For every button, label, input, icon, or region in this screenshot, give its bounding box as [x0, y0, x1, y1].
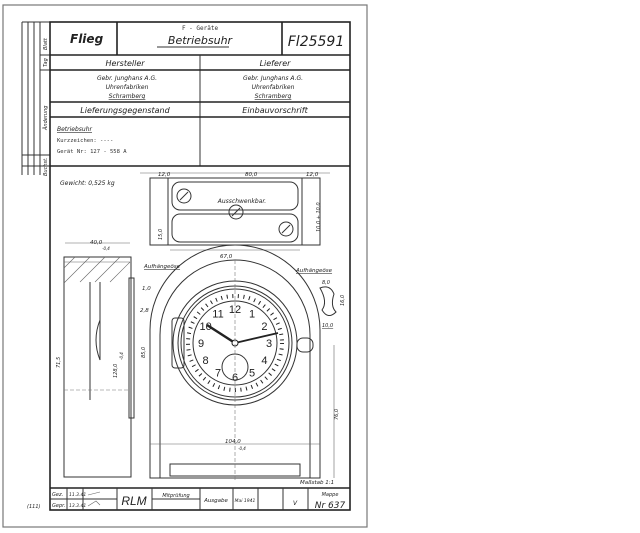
dial-number-9: 9	[198, 338, 204, 350]
dim-128-tol: -0,4	[119, 352, 124, 360]
margin-label-aenderung: Änderung	[42, 106, 49, 131]
drawn-label: Gez.	[52, 492, 63, 498]
authority-label: RLM	[121, 494, 146, 508]
checked-label: Gepr.	[52, 503, 65, 509]
dim-side-tol: -0,4	[102, 246, 110, 251]
drawn-date: 11.3.41	[69, 492, 86, 498]
dim-128: 128,0	[113, 364, 119, 378]
supplier-line-3: Schramberg	[255, 93, 292, 100]
footer-block: Gez. 11.3.41 Gepr. 13.3.41 (111) RLM Mit…	[27, 487, 350, 511]
weight-label: Gewicht: 0,525 kg	[60, 180, 115, 187]
category-label: Flieg	[70, 32, 104, 46]
swivel-label: Ausschwenkbar.	[217, 198, 267, 205]
short-code: Kurzzeichen: ----	[57, 138, 113, 144]
dim-2-8: 2,8	[140, 308, 149, 314]
supplier-line-2: Uhrenfabriken	[252, 84, 295, 91]
dim-76: 76,0	[334, 409, 340, 420]
margin-label-blatt: Blatt	[43, 37, 49, 50]
title-row: Flieg F - Geräte Betriebsuhr Fl25591	[50, 22, 350, 56]
dim-85: 85,0	[141, 347, 147, 358]
hanger-label-right: Aufhängeöse	[295, 268, 333, 274]
item-header: Lieferungsgegenstand	[80, 106, 170, 115]
folder-number: Nr 637	[315, 501, 346, 511]
dim-right-vertical: 10,0 + 10,0	[316, 202, 322, 232]
dim-71-5: 71,5	[56, 357, 62, 368]
dial-number-10: 10	[199, 321, 211, 333]
document-title: Betriebsuhr	[168, 34, 234, 47]
dim-eye-height: 16,0	[340, 295, 346, 306]
dim-top-left: 12,0	[158, 172, 171, 178]
dim-eye-width: 8,0	[322, 280, 330, 286]
manufacturer-header: Hersteller	[105, 59, 145, 68]
dial-number-2: 2	[261, 321, 267, 333]
dial-number-1: 1	[249, 309, 255, 321]
margin-label-buchst: Buchst.	[43, 157, 49, 176]
dial-number-3: 3	[266, 338, 272, 350]
subtitle-label: F - Geräte	[182, 25, 219, 32]
sheet-border	[2, 4, 368, 528]
supplier-line-1: Gebr. Junghans A.G.	[243, 75, 303, 82]
dial-number-5: 5	[249, 367, 255, 379]
mark-label: V	[293, 500, 298, 507]
dial-number-4: 4	[261, 355, 267, 367]
dial-number-7: 7	[215, 367, 221, 379]
drawing-number: Fl25591	[288, 34, 344, 50]
dim-top-right: 12,0	[306, 172, 319, 178]
parties-section: Hersteller Lieferer Gebr. Junghans A.G. …	[50, 55, 350, 167]
dial-number-11: 11	[212, 309, 223, 321]
folder-label: Mappe	[322, 492, 339, 498]
manufacturer-line-3: Schramberg	[109, 93, 146, 100]
prefix-label: (111)	[27, 504, 40, 510]
clock-drawing: Gewicht: 0,525 kg Ausschwenkbar. 12,0 80…	[56, 172, 346, 486]
co-check-label: Mitprüfung	[162, 493, 189, 499]
supplier-header: Lieferer	[260, 59, 292, 68]
device-number: Gerät Nr: 127 - 558 A	[57, 149, 127, 155]
scale-label: Maßstab 1:1	[300, 480, 334, 486]
dim-width-67: 67,0	[220, 254, 233, 260]
item-name: Betriebsuhr	[57, 126, 93, 133]
issue-date: Mai 1941	[235, 498, 256, 504]
dim-eye-offset: 10,0	[322, 323, 333, 329]
dim-height-small: 15,0	[158, 229, 164, 240]
revision-margin: Blatt Tag Änderung Buchst.	[21, 21, 50, 176]
dial-number-8: 8	[203, 355, 209, 367]
dim-base-width: 104,0	[225, 439, 241, 445]
margin-label-tag: Tag	[43, 58, 49, 67]
dim-1: 1,0	[142, 286, 151, 292]
checked-date: 13.3.41	[69, 503, 86, 509]
hanger-label-left: Aufhängeöse	[143, 264, 181, 270]
issue-label: Ausgabe	[203, 498, 228, 504]
dim-side-width: 40,0	[90, 240, 103, 246]
install-header: Einbauvorschrift	[242, 106, 308, 115]
manufacturer-line-2: Uhrenfabriken	[106, 84, 149, 91]
dim-base-tol: -0,4	[238, 446, 246, 451]
manufacturer-line-1: Gebr. Junghans A.G.	[97, 75, 157, 82]
dim-top-middle: 80,0	[245, 172, 258, 178]
